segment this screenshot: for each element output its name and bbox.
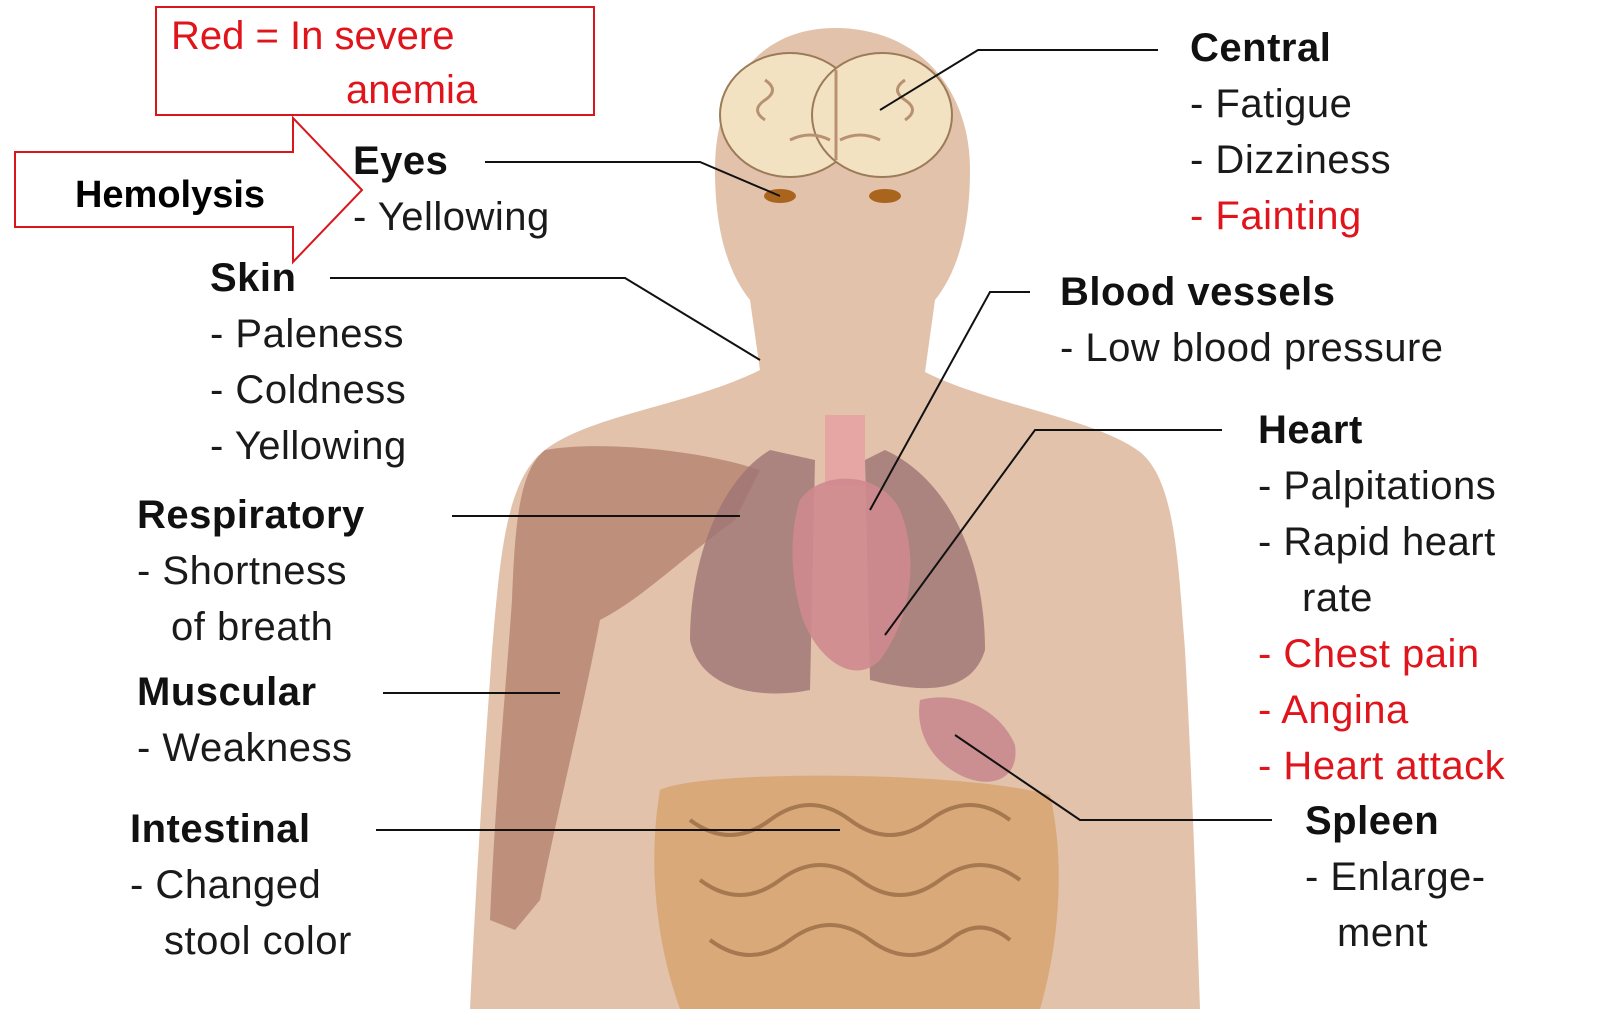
group-muscular: Muscular - Weakness xyxy=(137,664,352,776)
group-heart: Heart - Palpitations - Rapid heart rate … xyxy=(1258,402,1505,794)
symptom: - Yellowing xyxy=(210,418,407,474)
group-heading: Respiratory xyxy=(137,487,365,543)
group-central: Central - Fatigue - Dizziness - Fainting xyxy=(1190,20,1391,244)
symptom-continuation: of breath xyxy=(137,599,365,655)
symptom: - Yellowing xyxy=(353,189,550,245)
group-intestinal: Intestinal - Changed stool color xyxy=(130,801,352,969)
right-eye-icon xyxy=(869,189,901,203)
group-heading: Skin xyxy=(210,250,407,306)
symptom-severe: - Angina xyxy=(1258,682,1505,738)
symptom: - Low blood pressure xyxy=(1060,320,1444,376)
trachea xyxy=(825,415,865,485)
symptom-continuation: ment xyxy=(1305,905,1486,961)
group-skin: Skin - Paleness - Coldness - Yellowing xyxy=(210,250,407,474)
symptom: - Palpitations xyxy=(1258,458,1505,514)
group-heading: Blood vessels xyxy=(1060,264,1444,320)
symptom-severe: - Fainting xyxy=(1190,188,1391,244)
group-blood-vessels: Blood vessels - Low blood pressure xyxy=(1060,264,1444,376)
symptom: - Dizziness xyxy=(1190,132,1391,188)
symptom: - Fatigue xyxy=(1190,76,1391,132)
group-eyes: Eyes - Yellowing xyxy=(353,133,550,245)
brain-icon xyxy=(720,53,952,177)
symptom: - Weakness xyxy=(137,720,352,776)
group-heading: Muscular xyxy=(137,664,352,720)
symptom-continuation: rate xyxy=(1258,570,1505,626)
symptom-continuation: stool color xyxy=(130,913,352,969)
symptom: - Paleness xyxy=(210,306,407,362)
hemolysis-label: Hemolysis xyxy=(20,160,320,230)
group-spleen: Spleen - Enlarge- ment xyxy=(1305,793,1486,961)
legend-line-1: Red = In severe xyxy=(171,10,455,62)
legend-line-2: anemia xyxy=(346,64,477,116)
symptom-severe: - Chest pain xyxy=(1258,626,1505,682)
symptom: - Changed xyxy=(130,857,352,913)
symptom: - Enlarge- xyxy=(1305,849,1486,905)
group-heading: Eyes xyxy=(353,133,550,189)
symptom: - Coldness xyxy=(210,362,407,418)
group-heading: Central xyxy=(1190,20,1391,76)
symptom: - Rapid heart xyxy=(1258,514,1505,570)
group-heading: Spleen xyxy=(1305,793,1486,849)
symptom: - Shortness xyxy=(137,543,365,599)
group-heading: Intestinal xyxy=(130,801,352,857)
group-respiratory: Respiratory - Shortness of breath xyxy=(137,487,365,655)
symptom-severe: - Heart attack xyxy=(1258,738,1505,794)
group-heading: Heart xyxy=(1258,402,1505,458)
severity-legend: Red = In severe anemia xyxy=(155,6,595,116)
